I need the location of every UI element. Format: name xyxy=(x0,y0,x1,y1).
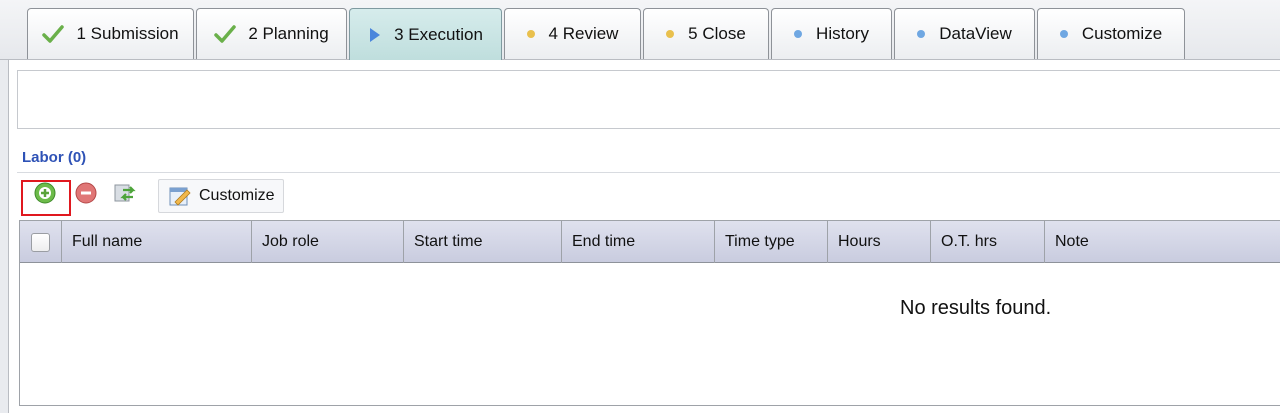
tab-label: 4 Review xyxy=(548,24,619,43)
tab-label: 5 Close xyxy=(688,24,746,43)
tab-label: 1 Submission xyxy=(76,24,179,43)
tab-list: 1 Submission 2 Planning 3 Execution 4 Re… xyxy=(27,8,1187,60)
labor-table: Full name Job role Start time End time T… xyxy=(19,220,1280,406)
checkmark-icon xyxy=(42,25,65,43)
labor-toolbar: Customize xyxy=(17,177,1280,216)
customize-label: Customize xyxy=(199,187,275,204)
add-button[interactable] xyxy=(32,180,58,210)
column-header-ot-hrs[interactable]: O.T. hrs xyxy=(931,221,1045,263)
table-header: Full name Job role Start time End time T… xyxy=(20,221,1280,263)
column-header-time-type[interactable]: Time type xyxy=(715,221,828,263)
add-button-highlight xyxy=(21,180,71,216)
tab-label: DataView xyxy=(939,24,1012,43)
edit-form-icon xyxy=(169,185,191,207)
column-header-note[interactable]: Note xyxy=(1055,233,1089,250)
tab-label: 3 Execution xyxy=(394,24,483,44)
column-header-job-role[interactable]: Job role xyxy=(252,221,404,263)
tab-5-close[interactable]: 5 Close xyxy=(643,8,769,59)
description-area[interactable] xyxy=(17,70,1280,129)
section-divider xyxy=(17,172,1280,173)
remove-button[interactable] xyxy=(73,180,99,210)
checkmark-icon xyxy=(214,25,237,43)
tab-3-execution[interactable]: 3 Execution xyxy=(349,8,502,60)
status-dot-icon xyxy=(526,30,535,38)
tab-customize[interactable]: Customize xyxy=(1037,8,1185,59)
play-triangle-icon xyxy=(368,26,382,44)
status-dot-icon xyxy=(917,30,926,38)
tab-bar: 1 Submission 2 Planning 3 Execution 4 Re… xyxy=(0,0,1280,60)
tab-4-review[interactable]: 4 Review xyxy=(504,8,641,59)
labor-section-title: Labor (0) xyxy=(22,149,87,166)
empty-state-message: No results found. xyxy=(900,297,1052,319)
tab-dataview[interactable]: DataView xyxy=(894,8,1035,59)
column-header-full-name[interactable]: Full name xyxy=(62,221,252,263)
select-all-checkbox[interactable] xyxy=(31,232,50,252)
tab-2-planning[interactable]: 2 Planning xyxy=(196,8,347,59)
column-header-start-time[interactable]: Start time xyxy=(404,221,562,263)
column-header-end-time[interactable]: End time xyxy=(562,221,715,263)
execution-panel: Labor (0) xyxy=(8,60,1280,413)
tab-history[interactable]: History xyxy=(771,8,892,59)
tab-label: History xyxy=(816,24,869,43)
add-circle-icon xyxy=(34,182,56,209)
remove-circle-icon xyxy=(75,182,97,209)
status-dot-icon xyxy=(794,30,803,38)
column-header-hours[interactable]: Hours xyxy=(828,221,931,263)
tab-label: 2 Planning xyxy=(248,24,329,43)
select-all-cell xyxy=(20,221,62,263)
refresh-button[interactable] xyxy=(112,180,138,210)
tab-1-submission[interactable]: 1 Submission xyxy=(27,8,194,59)
status-dot-icon xyxy=(666,30,675,38)
status-dot-icon xyxy=(1059,30,1068,38)
tab-label: Customize xyxy=(1081,24,1163,43)
refresh-icon xyxy=(113,181,137,210)
customize-button[interactable]: Customize xyxy=(158,179,284,213)
